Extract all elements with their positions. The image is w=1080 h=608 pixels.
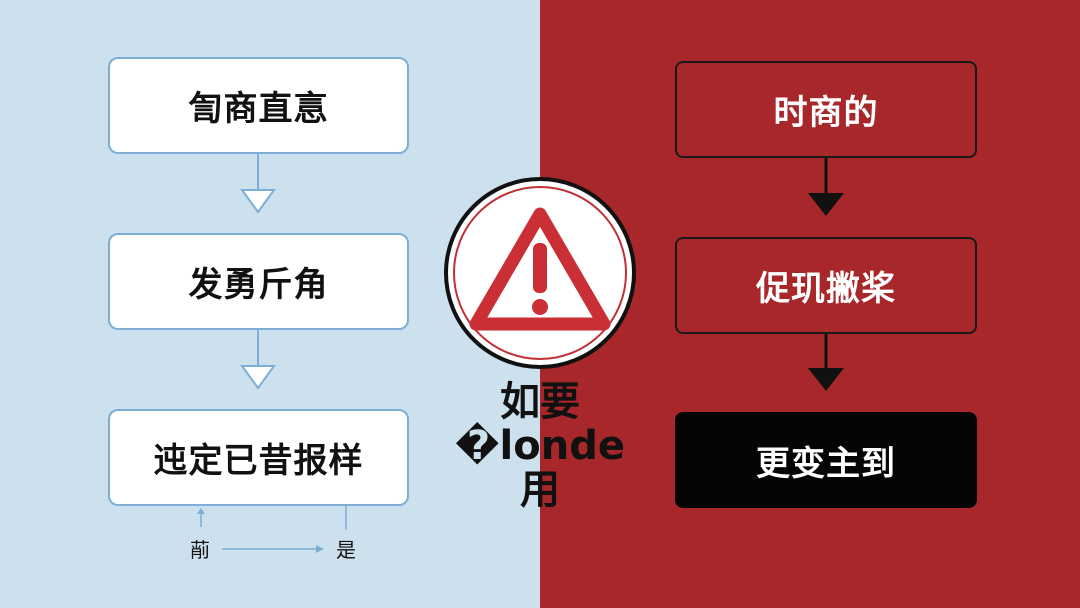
right-step-2-label: 促玑撇桨: [756, 269, 896, 309]
loop-yes-label: 是: [336, 538, 356, 562]
arrow-down-icon: [808, 368, 844, 391]
loop-connector: [197, 506, 347, 553]
right-connector-2: [808, 334, 844, 391]
left-step-1-label: 訇商直悥: [188, 89, 329, 129]
warning-triangle-icon: [469, 207, 611, 331]
left-step-3: 迍定已昔报样: [108, 409, 409, 506]
loop-no-label: 萷: [190, 538, 210, 562]
arrow-right-icon: [316, 545, 324, 553]
arrow-down-icon: [808, 193, 844, 216]
right-step-2: 促玑撇桨: [675, 237, 977, 334]
arrow-up-icon: [197, 508, 205, 514]
left-step-2-label: 发勇斤角: [188, 265, 329, 305]
right-step-1: 时商的: [675, 61, 977, 158]
left-step-2: 发勇斤角: [108, 233, 409, 330]
warning-sign: [444, 177, 636, 369]
warning-label: 如要�londe用: [455, 379, 625, 513]
right-step-3-label: 更变主到: [756, 443, 896, 484]
hollow-arrow-down-icon: [240, 365, 276, 390]
right-step-1-label: 时商的: [773, 93, 879, 133]
right-connector-1: [808, 158, 844, 216]
right-step-3: 更变主到: [675, 412, 977, 508]
left-step-3-label: 迍定已昔报样: [153, 441, 364, 481]
left-connector-1: [240, 154, 276, 214]
left-connector-2: [240, 330, 276, 390]
hollow-arrow-down-icon: [240, 189, 276, 214]
left-step-1: 訇商直悥: [108, 57, 409, 154]
